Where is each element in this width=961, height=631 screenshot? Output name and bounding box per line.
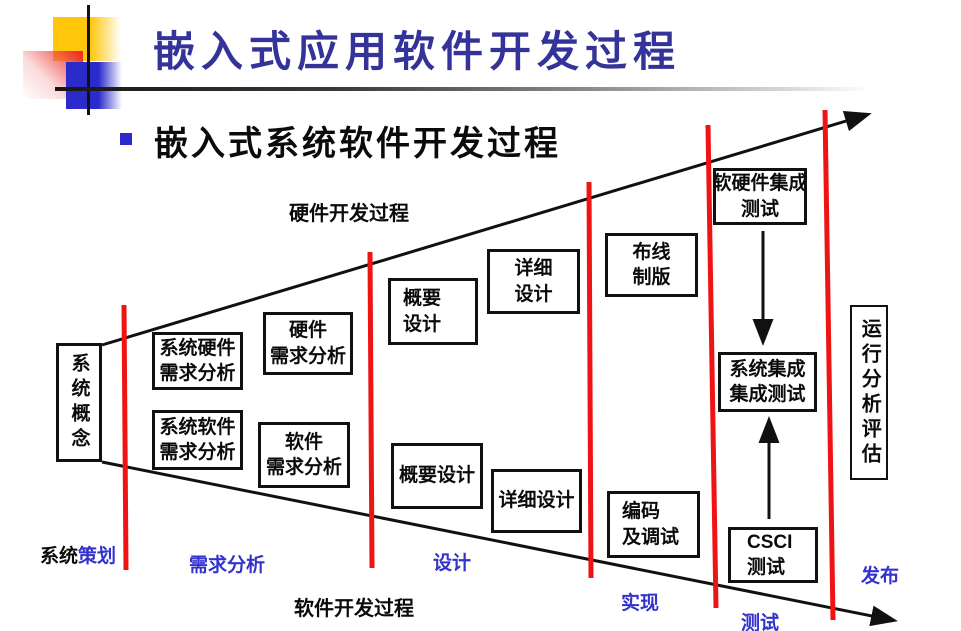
box-coding-debugging: 编码 及调试 [607, 491, 700, 558]
phase-label-release: 发布 [861, 566, 900, 587]
box-label: 软件 [284, 431, 323, 453]
title-divider-rule [55, 87, 870, 91]
box-label: 布线 [632, 241, 671, 263]
box-label: 需求分析 [159, 363, 236, 384]
box-label: 测试 [740, 198, 779, 220]
phase-label-requirements: 需求分析 [189, 555, 266, 576]
box-label: 编码 [622, 501, 661, 523]
box-run-analysis-evaluation: 运行分析评估 [850, 305, 888, 480]
bullet-row: 嵌入式系统软件开发过程 [120, 116, 561, 165]
box-software-requirements: 软件 需求分析 [258, 422, 350, 488]
box-label: 测试 [747, 557, 786, 578]
box-label: 集成测试 [729, 384, 806, 405]
box-software-preliminary-design: 概要设计 [391, 443, 483, 509]
box-hardware-detailed-design: 详细 设计 [487, 249, 580, 314]
box-software-detailed-design: 详细设计 [491, 469, 582, 533]
software-process-arrow-line [101, 460, 898, 627]
box-label: 系统概念 [68, 352, 90, 453]
slide-title: 嵌入式应用软件开发过程 [153, 28, 682, 75]
box-label: 系统硬件 [159, 337, 236, 359]
box-label: 需求分析 [159, 442, 236, 463]
box-label: 系统软件 [159, 416, 236, 438]
box-label: 需求分析 [269, 345, 346, 367]
hardware-process-arrow-line [101, 110, 872, 347]
software-process-label: 软件开发过程 [294, 598, 414, 620]
phase-label-prefix: 系统 [40, 546, 79, 567]
box-label: 系统集成 [729, 358, 806, 380]
phase-label-design: 设计 [433, 553, 472, 574]
phase-divider-3 [586, 181, 594, 579]
phase-divider-4 [705, 124, 719, 609]
phase-label-testing: 测试 [741, 613, 780, 631]
box-label: 需求分析 [265, 457, 342, 478]
box-label: 运行分析评估 [858, 317, 881, 468]
box-label: 详细设计 [498, 490, 575, 512]
phase-label-implementation: 实现 [621, 593, 660, 614]
box-label: 及调试 [622, 526, 680, 548]
box-label: 制版 [632, 267, 671, 288]
phase-divider-1 [121, 304, 129, 571]
box-wiring-board: 布线 制版 [605, 233, 698, 297]
box-label: 软硬件集成 [712, 173, 808, 195]
logo-blue-square [66, 62, 122, 109]
box-system-integration-test: 系统集成 集成测试 [718, 352, 817, 412]
box-system-software-requirements: 系统软件 需求分析 [152, 410, 243, 470]
phase-label-text: 策划 [78, 546, 117, 567]
box-label: 设计 [403, 313, 442, 335]
phase-label-system-planning: 系统策划 [40, 541, 116, 568]
box-label: 详细 [514, 258, 553, 280]
logo-crosshair-line [87, 5, 90, 115]
box-csci-test: CSCI 测试 [728, 527, 818, 583]
bullet-square-icon [120, 133, 132, 145]
box-system-hardware-requirements: 系统硬件 需求分析 [152, 332, 243, 390]
box-hardware-requirements: 硬件 需求分析 [263, 312, 353, 375]
box-system-concept: 系统概念 [56, 343, 102, 462]
box-label: 设计 [514, 283, 553, 305]
box-label: 概要设计 [398, 465, 475, 487]
box-label: 硬件 [288, 320, 327, 342]
hardware-process-label: 硬件开发过程 [289, 203, 409, 225]
box-hardware-preliminary-design: 概要 设计 [388, 278, 478, 345]
box-label: 概要 [403, 288, 442, 310]
bullet-heading: 嵌入式系统软件开发过程 [154, 125, 561, 163]
phase-divider-5 [822, 109, 836, 621]
box-hw-sw-integration-test: 软硬件集成 测试 [712, 168, 808, 225]
phase-divider-2 [367, 251, 375, 569]
box-label: CSCI [747, 531, 793, 553]
